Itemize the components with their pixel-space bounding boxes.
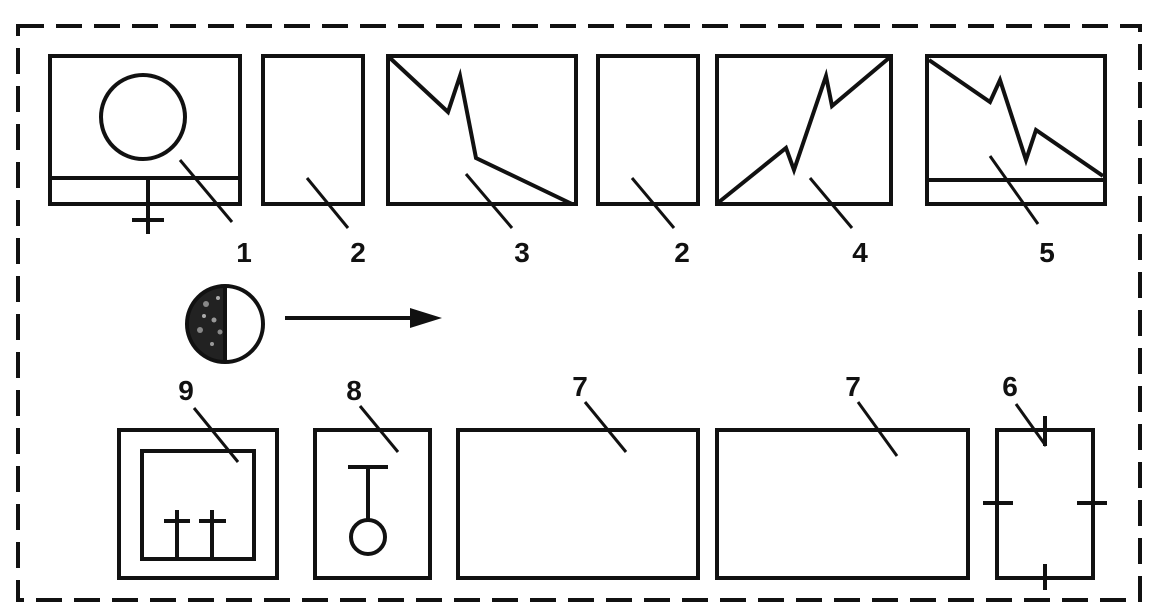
label-3: 3 [514, 237, 530, 268]
direction-arrow-icon [285, 308, 442, 328]
box-8 [313, 405, 432, 580]
box-5 [925, 54, 1107, 225]
cross-ticks-icon [164, 510, 226, 559]
leader-line-5 [988, 155, 1040, 225]
label-6: 6 [1002, 371, 1018, 402]
leader-line-7b [856, 401, 899, 457]
label-9: 9 [178, 375, 194, 406]
box-4 [715, 54, 893, 229]
label-8: 8 [346, 375, 362, 406]
box-7-first [456, 401, 700, 580]
label-1: 1 [236, 237, 252, 268]
box-6 [983, 403, 1107, 590]
box-3 [386, 54, 578, 229]
leader-line-9 [192, 407, 240, 463]
leader-line-2b [630, 177, 676, 229]
label-5: 5 [1039, 237, 1055, 268]
leader-line-8 [358, 405, 400, 453]
label-2b: 2 [674, 237, 690, 268]
zigzag-line-icon [927, 58, 1105, 178]
box-7-second [715, 401, 970, 580]
box-2-second [596, 54, 700, 229]
dashed-outer-border [16, 24, 1142, 602]
label-2a: 2 [350, 237, 366, 268]
label-7b: 7 [845, 371, 861, 402]
leader-line-3 [464, 173, 514, 229]
circle-icon [99, 73, 187, 161]
label-7a: 7 [572, 371, 588, 402]
leader-line-7a [583, 401, 628, 453]
box-1 [48, 54, 242, 234]
bulb-symbol-icon [348, 465, 388, 556]
label-4: 4 [852, 237, 868, 268]
leader-line-6 [1014, 403, 1048, 447]
zigzag-line-icon [388, 56, 573, 206]
half-shaded-moon-icon [185, 284, 265, 364]
leader-line-2a [305, 177, 350, 229]
box-2-first [261, 54, 365, 229]
leader-line-4 [808, 177, 854, 229]
box-9 [117, 407, 279, 580]
cross-ticks-icon [983, 416, 1107, 590]
leader-line-1 [178, 159, 234, 223]
zigzag-line-icon [717, 56, 891, 204]
